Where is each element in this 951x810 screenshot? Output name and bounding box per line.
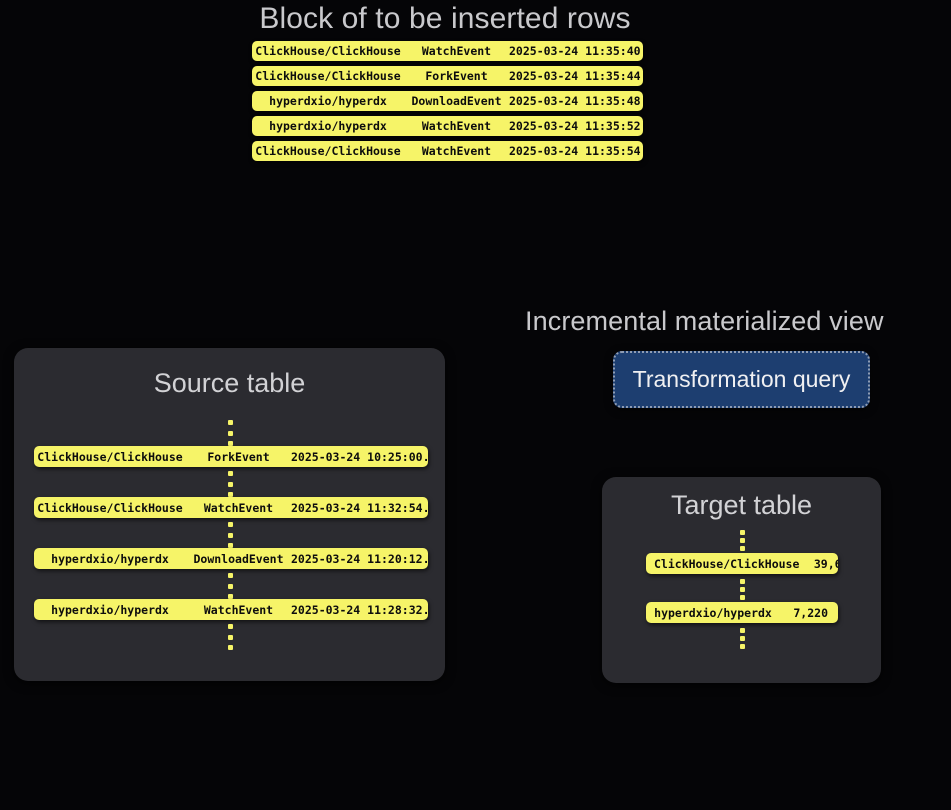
target-row-repo: ClickHouse/ClickHouse: [654, 556, 800, 571]
dot: [739, 595, 745, 600]
transformation-query-label: Transformation query: [632, 366, 851, 392]
source-row-ellipsis: ...: [423, 501, 428, 515]
block-row-repo: ClickHouse/ClickHouse: [255, 69, 401, 83]
dot: [227, 420, 233, 425]
target-row-count: 39,640: [813, 556, 838, 571]
block-row-repo: ClickHouse/ClickHouse: [255, 44, 401, 58]
dot: [739, 538, 745, 543]
source-ellipsis-dots: [227, 573, 233, 599]
dot: [739, 636, 745, 641]
block-row-timestamp: 2025-03-24 11:35:40: [509, 44, 641, 58]
target-ellipsis-dots: [739, 530, 745, 551]
dot: [739, 579, 745, 584]
dot: [227, 492, 233, 497]
source-table-title: Source table: [153, 368, 306, 398]
block-row-ellipsis: ...: [641, 44, 643, 58]
block-row: ClickHouse/ClickHouse WatchEvent 2025-03…: [252, 141, 643, 161]
dot: [739, 546, 745, 551]
dot: [739, 628, 745, 633]
dot: [739, 530, 745, 535]
target-table-title: Target table: [670, 490, 813, 520]
block-row-repo: hyperdxio/hyperdx: [269, 119, 387, 133]
dot: [227, 471, 233, 476]
source-row-timestamp: 2025-03-24 10:25:00: [291, 449, 423, 464]
dot: [227, 532, 233, 538]
source-table-row: hyperdxio/hyperdx DownloadEvent 2025-03-…: [34, 548, 428, 569]
block-row-repo: ClickHouse/ClickHouse: [255, 144, 401, 158]
dot: [227, 430, 233, 436]
block-row: hyperdxio/hyperdx DownloadEvent 2025-03-…: [252, 91, 643, 111]
dot: [227, 481, 233, 487]
source-row-repo: hyperdxio/hyperdx: [51, 602, 169, 617]
target-table-row: ClickHouse/ClickHouse 39,640: [646, 553, 838, 574]
dot: [739, 587, 745, 592]
source-ellipsis-dots: [227, 624, 233, 650]
target-row-count: 7,220: [793, 605, 828, 620]
source-row-ellipsis: ...: [423, 552, 428, 566]
source-table-row: ClickHouse/ClickHouse WatchEvent 2025-03…: [34, 497, 428, 518]
block-row-event: DownloadEvent: [411, 94, 502, 108]
target-ellipsis-dots: [739, 628, 745, 649]
source-row-repo: hyperdxio/hyperdx: [51, 551, 169, 566]
dot: [227, 594, 233, 599]
source-row-ellipsis: ...: [423, 603, 428, 617]
materialized-view-title: Incremental materialized view: [525, 306, 884, 336]
source-row-ellipsis: ...: [423, 450, 428, 464]
block-row-ellipsis: ...: [641, 69, 643, 83]
block-title: Block of to be inserted rows: [259, 2, 631, 35]
source-row-timestamp: 2025-03-24 11:32:54: [291, 500, 423, 515]
source-row-repo: ClickHouse/ClickHouse: [37, 500, 183, 515]
block-row-timestamp: 2025-03-24 11:35:54: [509, 144, 641, 158]
block-row-ellipsis: ...: [641, 119, 643, 133]
dot: [227, 522, 233, 527]
block-row-timestamp: 2025-03-24 11:35:48: [509, 94, 641, 108]
dot: [227, 543, 233, 548]
source-row-timestamp: 2025-03-24 11:28:32: [291, 602, 423, 617]
dot: [739, 644, 745, 649]
block-row: hyperdxio/hyperdx WatchEvent 2025-03-24 …: [252, 116, 643, 136]
source-ellipsis-dots: [227, 420, 233, 446]
source-row-event: ForkEvent: [207, 449, 270, 464]
dot: [227, 573, 233, 578]
target-row-repo: hyperdxio/hyperdx: [654, 605, 772, 620]
dot: [227, 624, 233, 629]
target-table-row: hyperdxio/hyperdx 7,220: [646, 602, 838, 623]
source-ellipsis-dots: [227, 471, 233, 497]
target-ellipsis-dots: [739, 579, 745, 600]
block-row-timestamp: 2025-03-24 11:35:44: [509, 69, 641, 83]
block-row-event: WatchEvent: [421, 44, 492, 58]
block-row-event: ForkEvent: [425, 69, 488, 83]
block-row: ClickHouse/ClickHouse WatchEvent 2025-03…: [252, 41, 643, 61]
block-row-ellipsis: ...: [641, 144, 643, 158]
source-row-event: WatchEvent: [203, 500, 274, 515]
dot: [227, 583, 233, 589]
dot: [227, 634, 233, 640]
source-table-row: hyperdxio/hyperdx WatchEvent 2025-03-24 …: [34, 599, 428, 620]
block-row-event: WatchEvent: [421, 144, 492, 158]
dot: [227, 645, 233, 650]
source-row-repo: ClickHouse/ClickHouse: [37, 449, 183, 464]
source-row-event: WatchEvent: [203, 602, 274, 617]
source-row-timestamp: 2025-03-24 11:20:12: [291, 551, 423, 566]
source-row-event: DownloadEvent: [193, 551, 284, 566]
transformation-query-box[interactable]: Transformation query: [613, 351, 870, 408]
block-row-repo: hyperdxio/hyperdx: [269, 94, 387, 108]
block-row: ClickHouse/ClickHouse ForkEvent 2025-03-…: [252, 66, 643, 86]
dot: [227, 441, 233, 446]
source-ellipsis-dots: [227, 522, 233, 548]
block-row-event: WatchEvent: [421, 119, 492, 133]
block-row-timestamp: 2025-03-24 11:35:52: [509, 119, 641, 133]
source-table-row: ClickHouse/ClickHouse ForkEvent 2025-03-…: [34, 446, 428, 467]
block-row-ellipsis: ...: [641, 94, 643, 108]
